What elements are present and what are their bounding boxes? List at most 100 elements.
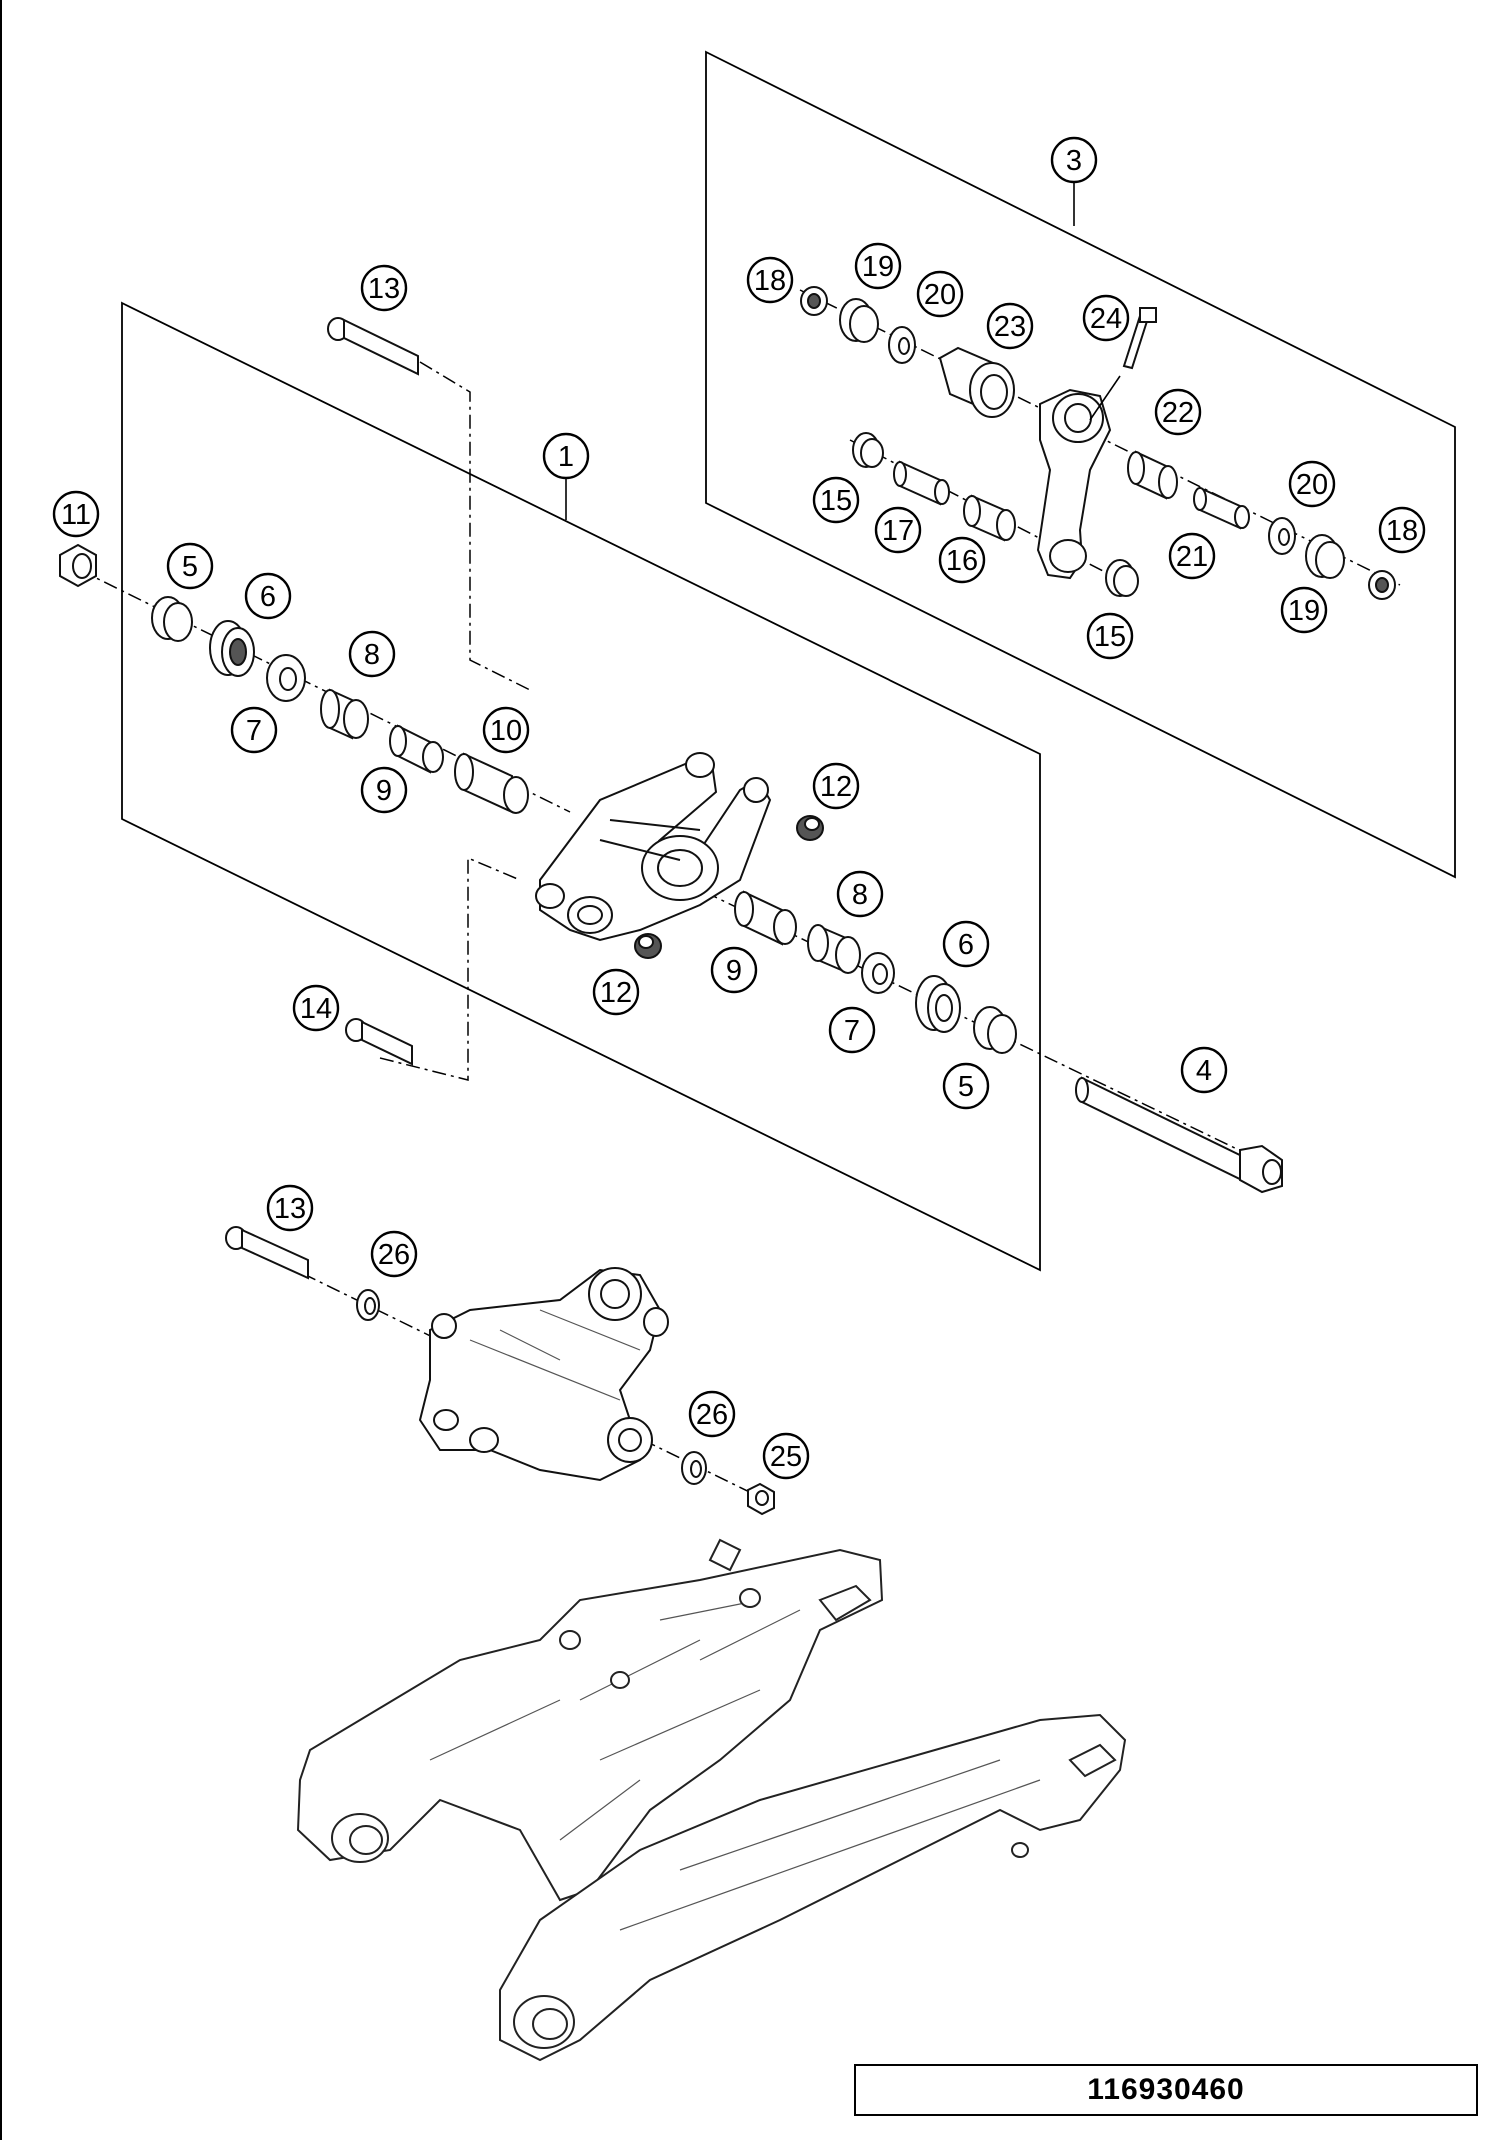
washer-26-upper [356, 1289, 380, 1321]
callout-7-right: 7 [828, 1006, 876, 1054]
washer-26-lower [681, 1451, 707, 1485]
svg-text:8: 8 [852, 879, 868, 911]
callout-16: 16 [938, 536, 986, 584]
bushing-8-right [807, 924, 861, 974]
svg-text:4: 4 [1196, 1055, 1212, 1087]
callout-21: 21 [1168, 532, 1216, 580]
callout-23: 23 [986, 302, 1034, 350]
bearing-5-left [151, 596, 193, 642]
washer-20-left [888, 326, 916, 364]
svg-text:24: 24 [1090, 303, 1122, 335]
callout-group: 1 3 4 5 5 6 6 7 7 8 8 9 9 10 11 12 12 13… [52, 136, 1426, 1480]
drawing-number-text: 116930460 [1087, 2073, 1245, 2106]
svg-text:15: 15 [1094, 621, 1126, 653]
callout-26-lower: 26 [688, 1390, 736, 1438]
svg-text:17: 17 [882, 515, 914, 547]
bolt-4 [1075, 1076, 1283, 1194]
svg-text:14: 14 [300, 993, 332, 1025]
bearing-5-right [973, 1006, 1017, 1054]
washer-20-right [1268, 517, 1296, 555]
callout-15-lower: 15 [1086, 612, 1134, 660]
callout-17: 17 [874, 506, 922, 554]
svg-text:21: 21 [1176, 541, 1208, 573]
callout-20-right: 20 [1288, 460, 1336, 508]
callout-12-upper: 12 [812, 762, 860, 810]
bushing-16 [963, 494, 1016, 542]
grease-nipple-24 [1122, 307, 1157, 370]
svg-text:6: 6 [958, 929, 974, 961]
svg-text:19: 19 [862, 251, 894, 283]
callout-19-left: 19 [854, 242, 902, 290]
callout-20-left: 20 [916, 270, 964, 318]
callout-1: 1 [542, 432, 590, 480]
washer-7-right [861, 952, 895, 994]
sleeve-17 [893, 460, 950, 506]
callout-3: 3 [1050, 136, 1098, 184]
seal-15-upper [852, 432, 884, 468]
callout-12-lower: 12 [592, 968, 640, 1016]
callout-8-left: 8 [348, 630, 396, 678]
svg-text:5: 5 [958, 1071, 974, 1103]
seal-19-right [1305, 534, 1345, 579]
svg-text:13: 13 [368, 273, 400, 305]
cap-18-right [1368, 570, 1396, 600]
callout-18-right: 18 [1378, 506, 1426, 554]
seal-15-lower [1105, 559, 1139, 597]
callout-6-right: 6 [942, 920, 990, 968]
nut-12-lower [634, 933, 662, 959]
cap-18-left [800, 286, 828, 316]
callout-25: 25 [762, 1432, 810, 1480]
svg-text:12: 12 [600, 977, 632, 1009]
svg-text:1: 1 [558, 441, 574, 473]
nut-11 [59, 543, 97, 588]
sleeve-10 [454, 752, 529, 814]
svg-text:20: 20 [1296, 469, 1328, 501]
callout-14: 14 [292, 984, 340, 1032]
bolt-13-lower [225, 1226, 309, 1280]
sleeve-9-right [734, 890, 797, 946]
assembly-frame-1 [121, 301, 1041, 1272]
svg-text:25: 25 [770, 1441, 802, 1473]
svg-text:3: 3 [1066, 145, 1082, 177]
callout-26-upper: 26 [370, 1230, 418, 1278]
svg-text:7: 7 [246, 715, 262, 747]
svg-text:12: 12 [820, 771, 852, 803]
svg-text:10: 10 [490, 715, 522, 747]
bolt-14 [345, 1018, 413, 1066]
callout-5-left: 5 [166, 542, 214, 590]
seal-6-left [209, 620, 255, 677]
bushing-8-left [320, 688, 369, 740]
svg-text:18: 18 [754, 265, 786, 297]
svg-text:8: 8 [364, 639, 380, 671]
svg-text:23: 23 [994, 311, 1026, 343]
assembly-frame-3 [705, 50, 1456, 879]
leader-24 [1089, 375, 1121, 421]
bearing-housing-23 [938, 346, 1015, 418]
connecting-rod [1036, 388, 1112, 580]
svg-text:5: 5 [182, 551, 198, 583]
callout-6-left: 6 [244, 572, 292, 620]
drawing-number: 116930460 [854, 2064, 1478, 2116]
svg-text:15: 15 [820, 485, 852, 517]
svg-text:22: 22 [1162, 397, 1194, 429]
sleeve-21 [1193, 486, 1250, 530]
svg-text:7: 7 [844, 1015, 860, 1047]
mount-axis-14 [379, 856, 521, 1081]
svg-text:9: 9 [726, 955, 742, 987]
callout-19-right: 19 [1280, 586, 1328, 634]
svg-text:26: 26 [378, 1239, 410, 1271]
svg-text:16: 16 [946, 545, 978, 577]
callout-4: 4 [1180, 1046, 1228, 1094]
callout-15-upper: 15 [812, 476, 860, 524]
page-left-border [0, 0, 2, 2140]
callout-10: 10 [482, 706, 530, 754]
svg-text:13: 13 [274, 1193, 306, 1225]
sleeve-9-left [389, 724, 444, 774]
callout-13-lower: 13 [266, 1184, 314, 1232]
bolt-13-upper [327, 317, 419, 376]
mount-axis-13 [419, 361, 531, 691]
nut-25 [747, 1482, 775, 1516]
svg-text:18: 18 [1386, 515, 1418, 547]
swingarm [296, 1538, 1127, 2062]
